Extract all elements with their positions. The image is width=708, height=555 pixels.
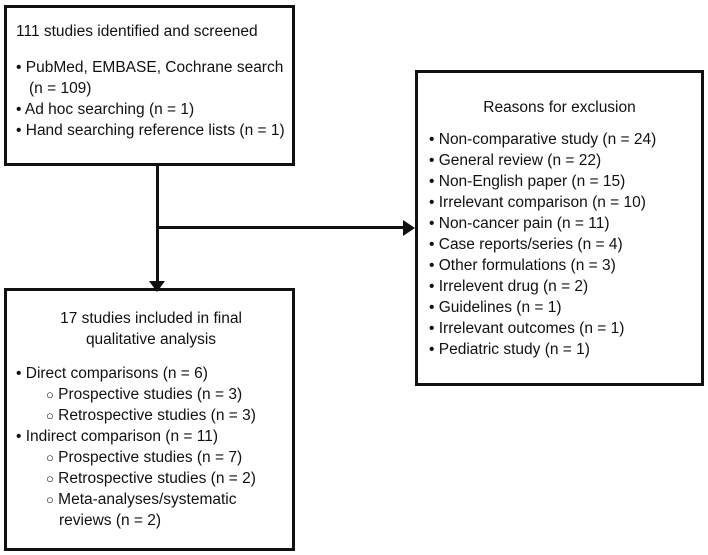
box-studies-included: 17 studies included in final qualitative… — [4, 288, 295, 551]
list-item: • Guidelines (n = 1) — [429, 297, 695, 318]
list-item: • Indirect comparison (n = 11) — [16, 426, 286, 447]
list-item-text: Guidelines (n = 1) — [434, 299, 562, 316]
bullet-icon: • — [16, 428, 22, 445]
bullet-icon: • — [429, 152, 435, 169]
list-item: ○ Prospective studies (n = 3) — [46, 384, 286, 405]
bullet-icon: • — [429, 278, 435, 295]
list-item: • Non-cancer pain (n = 11) — [429, 213, 695, 234]
bullet-icon: • — [16, 365, 22, 382]
list-item-text: Meta-analyses/systematic reviews (n = 2) — [53, 491, 237, 529]
list-item: • Non-comparative study (n = 24) — [429, 129, 695, 150]
bullet-icon: • — [429, 320, 435, 337]
list-item-text: Non-cancer pain (n = 11) — [434, 215, 610, 232]
bullet-icon: • — [429, 194, 435, 211]
list-item: ○ Retrospective studies (n = 2) — [46, 468, 286, 489]
arrow-right-icon — [403, 220, 415, 236]
list-item-text: Prospective studies (n = 3) — [53, 386, 243, 403]
bullet-icon: • — [429, 215, 435, 232]
list-item-text: Irrelevant outcomes (n = 1) — [434, 320, 625, 337]
list-item: • Irrelevent drug (n = 2) — [429, 276, 695, 297]
list-item: • Pediatric study (n = 1) — [429, 339, 695, 360]
bullet-icon: • — [429, 131, 435, 148]
circle-icon: ○ — [46, 492, 54, 507]
list-item: • Non-English paper (n = 15) — [429, 171, 695, 192]
screened-source-list: • PubMed, EMBASE, Cochrane search (n = 1… — [16, 57, 286, 141]
box-title-included: 17 studies included in final qualitative… — [60, 310, 242, 348]
box-reasons-for-exclusion: Reasons for exclusion • Non-comparative … — [415, 70, 704, 386]
list-item: • Other formulations (n = 3) — [429, 255, 695, 276]
list-item: • Irrelevant comparison (n = 10) — [429, 192, 695, 213]
list-item-text: Irrelevent drug (n = 2) — [434, 278, 589, 295]
circle-icon: ○ — [46, 471, 54, 486]
list-item: • Hand searching reference lists (n = 1) — [16, 120, 286, 141]
list-item: ○ Meta-analyses/systematic reviews (n = … — [46, 489, 286, 531]
list-item-text: Indirect comparison (n = 11) — [21, 428, 219, 445]
list-item-text: Other formulations (n = 3) — [434, 257, 616, 274]
list-item: • Direct comparisons (n = 6) — [16, 363, 286, 384]
bullet-icon: • — [429, 173, 435, 190]
list-item: • Ad hoc searching (n = 1) — [16, 99, 286, 120]
list-item: ○ Retrospective studies (n = 3) — [46, 405, 286, 426]
list-item-text: PubMed, EMBASE, Cochrane search (n = 109… — [21, 59, 284, 97]
bullet-icon: • — [429, 341, 435, 358]
connector-horizontal-line — [158, 226, 405, 229]
list-item-text: Pediatric study (n = 1) — [434, 341, 590, 358]
list-item: • PubMed, EMBASE, Cochrane search (n = 1… — [16, 57, 286, 99]
list-item: • General review (n = 22) — [429, 150, 695, 171]
bullet-icon: • — [429, 236, 435, 253]
list-item: • Irrelevant outcomes (n = 1) — [429, 318, 695, 339]
box-studies-screened: 111 studies identified and screened • Pu… — [4, 5, 295, 166]
list-item-text: Non-English paper (n = 15) — [434, 173, 626, 190]
connector-vertical-line — [156, 166, 159, 283]
list-item-text: Direct comparisons (n = 6) — [21, 365, 208, 382]
list-item-text: Retrospective studies (n = 2) — [53, 470, 256, 487]
list-item-text: General review (n = 22) — [434, 152, 602, 169]
list-item-text: Retrospective studies (n = 3) — [53, 407, 256, 424]
list-item-text: Irrelevant comparison (n = 10) — [434, 194, 646, 211]
included-study-list: • Direct comparisons (n = 6)○ Prospectiv… — [16, 363, 286, 531]
list-item-text: Non-comparative study (n = 24) — [434, 131, 657, 148]
list-item: • Case reports/series (n = 4) — [429, 234, 695, 255]
bullet-icon: • — [16, 122, 22, 139]
list-item: ○ Prospective studies (n = 7) — [46, 447, 286, 468]
exclusion-reason-list: • Non-comparative study (n = 24)• Genera… — [429, 129, 695, 360]
bullet-icon: • — [16, 101, 22, 118]
bullet-icon: • — [16, 59, 22, 76]
box-title-exclusion: Reasons for exclusion — [483, 99, 636, 116]
circle-icon: ○ — [46, 450, 54, 465]
arrow-down-icon — [149, 281, 165, 292]
bullet-icon: • — [429, 257, 435, 274]
circle-icon: ○ — [46, 387, 54, 402]
box-title-screened: 111 studies identified and screened — [16, 23, 258, 40]
circle-icon: ○ — [46, 408, 54, 423]
list-item-text: Case reports/series (n = 4) — [434, 236, 623, 253]
list-item-text: Ad hoc searching (n = 1) — [21, 101, 195, 118]
list-item-text: Hand searching reference lists (n = 1) — [21, 122, 285, 139]
bullet-icon: • — [429, 299, 435, 316]
list-item-text: Prospective studies (n = 7) — [53, 449, 243, 466]
